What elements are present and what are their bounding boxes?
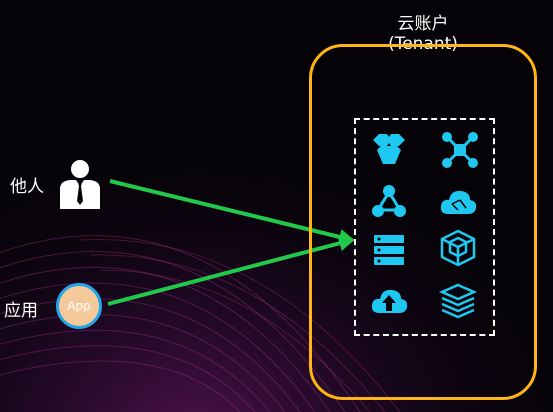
network-nodes-icon bbox=[442, 132, 478, 168]
app-label: 应用 bbox=[4, 301, 38, 321]
person-icon bbox=[60, 160, 100, 209]
cube-icon bbox=[440, 229, 476, 267]
triangle-nodes-icon bbox=[372, 185, 406, 217]
services-dashed-box bbox=[354, 118, 495, 336]
app-badge-text: App bbox=[67, 299, 91, 313]
tenant-container bbox=[309, 44, 537, 400]
layered-database-icon bbox=[438, 283, 478, 319]
cloud-network-icon bbox=[440, 190, 477, 214]
cloud-upload-icon bbox=[371, 289, 408, 313]
server-stack-icon bbox=[374, 235, 404, 265]
hexagon-cluster-icon bbox=[373, 134, 405, 164]
app-badge-icon: App bbox=[56, 283, 102, 329]
others-label: 他人 bbox=[10, 177, 44, 197]
tenant-title-line1: 云账户 bbox=[397, 14, 449, 34]
